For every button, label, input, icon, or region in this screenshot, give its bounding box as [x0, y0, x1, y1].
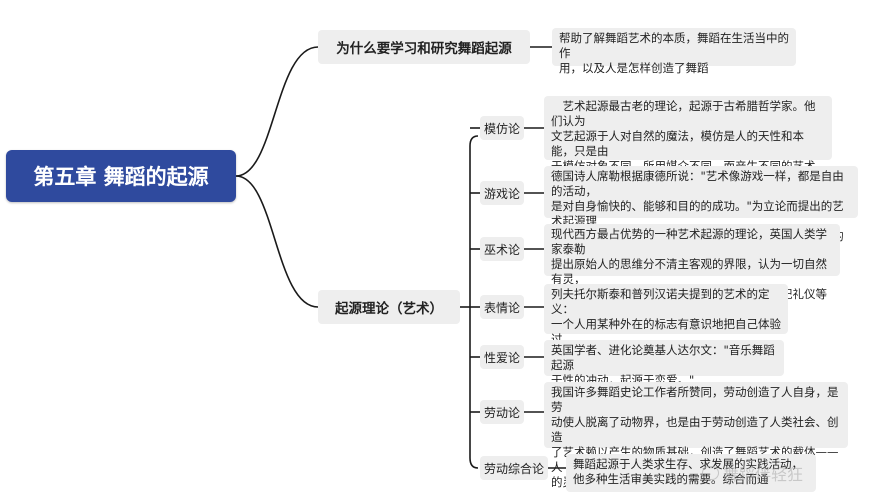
- branch-why-title: 为什么要学习和研究舞蹈起源: [336, 41, 512, 57]
- theory-label-magic[interactable]: 巫术论: [480, 237, 524, 261]
- root-node[interactable]: 第五章 舞蹈的起源: [6, 150, 236, 202]
- link-root-why: [235, 46, 319, 177]
- branch-why[interactable]: 为什么要学习和研究舞蹈起源: [318, 30, 530, 64]
- theory-label-play[interactable]: 游戏论: [480, 181, 524, 205]
- theory-label-love[interactable]: 性爱论: [480, 345, 524, 369]
- theory-text-play: 德国诗人席勒根据康德所说："艺术像游戏一样，都是自由的活动， 是对自身愉快的、能…: [544, 166, 858, 258]
- watermark: 舞蹈伴轻狂: [702, 461, 803, 485]
- theory-text-magic: 现代西方最占优势的一种艺术起源的理论，英国人类学家泰勒 提出原始人的思维分不清主…: [544, 224, 840, 316]
- wechat-icon: [702, 466, 719, 480]
- theory-label-expression[interactable]: 表情论: [480, 295, 524, 319]
- theory-spine: [469, 135, 479, 469]
- theory-label-labor-synthesis[interactable]: 劳动综合论: [480, 456, 548, 480]
- theory-text-expression: 列夫托尔斯泰和普列汉诺夫提到的艺术的定义： 一个人用某种外在的标志有意识地把自己…: [544, 284, 788, 361]
- link-root-theory: [235, 175, 319, 308]
- theory-text-mimicry: 艺术起源最古老的理论，起源于古希腊哲学家。他们认为 文艺起源于人对自然的魔法，模…: [544, 96, 832, 218]
- theory-label-labor[interactable]: 劳动论: [480, 400, 524, 424]
- theory-text-labor-synthesis: 舞蹈起源于人类求生存、求发展的实践活动， 他多种生活审美实践的需要。综合而通: [566, 454, 816, 492]
- branch-theory[interactable]: 起源理论（艺术）: [318, 290, 460, 324]
- theory-text-labor: 我国许多舞蹈史论工作者所赞同，劳动创造了人自身，是劳 动使人脱离了动物界，也是由…: [544, 382, 848, 489]
- theory-label-mimicry[interactable]: 模仿论: [480, 116, 524, 140]
- watermark-text: 舞蹈伴轻狂: [723, 465, 804, 484]
- branch-theory-title: 起源理论（艺术）: [335, 301, 443, 317]
- root-title: 第五章 舞蹈的起源: [33, 165, 209, 189]
- why-text: 帮助了解舞蹈艺术的本质，舞蹈在生活当中的作 用，以及人是怎样创造了舞蹈: [552, 28, 796, 75]
- theory-text-love: 英国学者、进化论奠基人达尔文："音乐舞蹈起源 于性的冲动，起源于恋爱。": [544, 340, 784, 387]
